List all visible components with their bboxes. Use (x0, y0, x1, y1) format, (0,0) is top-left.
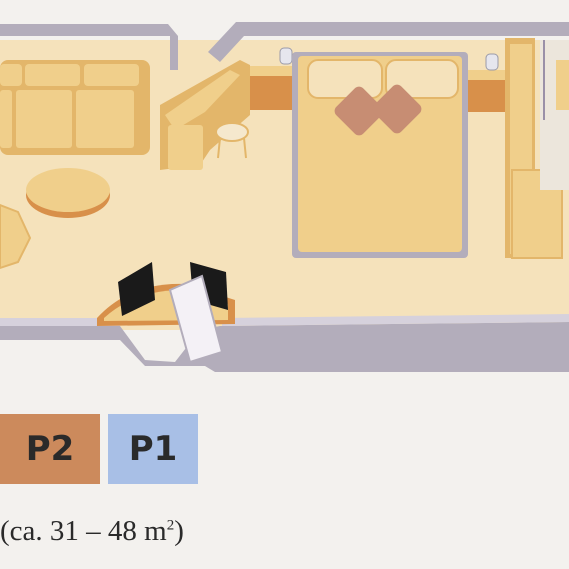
desk (160, 60, 250, 170)
cabin-floor-plan (0, 22, 569, 372)
coffee-table (26, 168, 110, 218)
bottom-wall-top (0, 318, 120, 326)
bed-cushions (334, 84, 422, 136)
bottom-wall-top (222, 314, 569, 326)
area-note-prefix: (ca. 31 – 48 m (0, 515, 167, 547)
top-wall-right (208, 22, 569, 62)
area-note-suffix: ) (174, 515, 184, 547)
nightstand-left (250, 47, 298, 110)
legend-badge-p1: P1 (108, 414, 198, 484)
top-wall-left (0, 24, 178, 70)
entry-door (168, 274, 224, 364)
armchair (0, 203, 32, 270)
double-bed (292, 52, 468, 258)
monitor-left (118, 262, 155, 316)
sofa (0, 60, 150, 155)
bottom-wall (0, 322, 569, 372)
legend-badge-p2: P2 (0, 414, 100, 484)
wardrobe (505, 38, 569, 259)
nightstand-right (465, 53, 509, 112)
cabin-area-note: (ca. 31 – 48 m2) (0, 515, 184, 548)
area-note-exponent: 2 (166, 517, 175, 534)
stool (215, 122, 249, 159)
